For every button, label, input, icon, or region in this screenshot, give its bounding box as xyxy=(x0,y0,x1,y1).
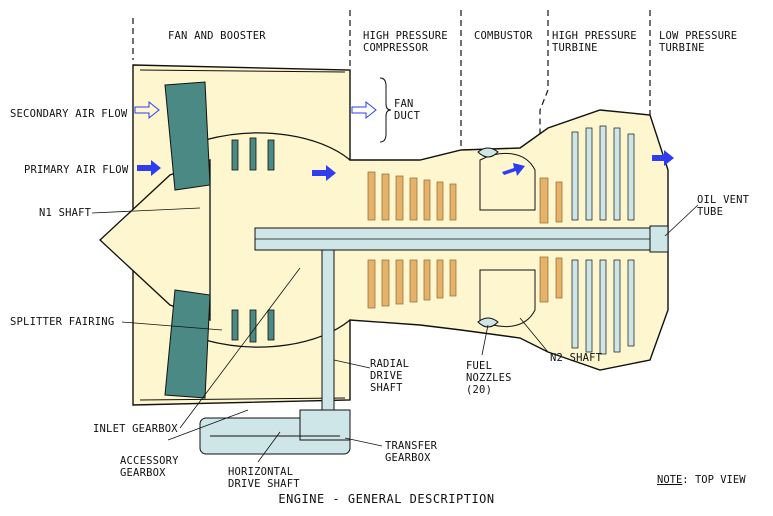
label-accessory-gearbox: ACCESSORY GEARBOX xyxy=(120,455,179,479)
note-prefix: NOTE xyxy=(657,474,683,486)
lp-turbine-stages xyxy=(571,125,635,355)
label-n2-shaft: N2 SHAFT xyxy=(550,352,603,364)
section-header-lpt: LOW PRESSURE TURBINE xyxy=(659,30,738,54)
booster-stages xyxy=(231,137,275,343)
radial-drive-shaft xyxy=(321,249,335,421)
fuel-nozzles xyxy=(477,147,499,328)
label-splitter-fairing: SPLITTER FAIRING xyxy=(10,316,115,328)
gearboxes xyxy=(199,409,351,455)
note-text: : TOP VIEW xyxy=(682,474,746,486)
label-transfer-gearbox: TRANSFER GEARBOX xyxy=(385,440,438,464)
section-header-combustor: COMBUSTOR xyxy=(474,30,533,42)
caption: ENGINE - GENERAL DESCRIPTION xyxy=(278,492,495,506)
label-horizontal-drive-shaft: HORIZONTAL DRIVE SHAFT xyxy=(228,466,300,490)
label-inlet-gearbox: INLET GEARBOX xyxy=(93,423,178,435)
fan-duct-bracket xyxy=(379,77,392,143)
label-secondary-air-flow: SECONDARY AIR FLOW xyxy=(10,108,128,120)
section-header-hpc: HIGH PRESSURE COMPRESSOR xyxy=(363,30,448,54)
section-header-hpt: HIGH PRESSURE TURBINE xyxy=(552,30,637,54)
leader-lines xyxy=(91,204,699,463)
label-fuel-nozzles: FUEL NOZZLES (20) xyxy=(466,360,512,396)
note-top-view: NOTE: TOP VIEW xyxy=(657,474,746,486)
fan-blades xyxy=(164,81,211,399)
label-radial-drive-shaft: RADIAL DRIVE SHAFT xyxy=(370,358,410,394)
label-oil-vent-tube: OIL VENT TUBE xyxy=(697,194,750,218)
shafts xyxy=(254,225,669,253)
label-primary-air-flow: PRIMARY AIR FLOW xyxy=(24,164,129,176)
flow-arrows xyxy=(134,100,674,181)
turbine-stages xyxy=(539,177,563,303)
hp-compressor-stages xyxy=(367,171,457,309)
label-fan-duct: FAN DUCT xyxy=(394,98,421,122)
label-n1-shaft: N1 SHAFT xyxy=(39,207,92,219)
section-header-fan: FAN AND BOOSTER xyxy=(168,30,266,42)
